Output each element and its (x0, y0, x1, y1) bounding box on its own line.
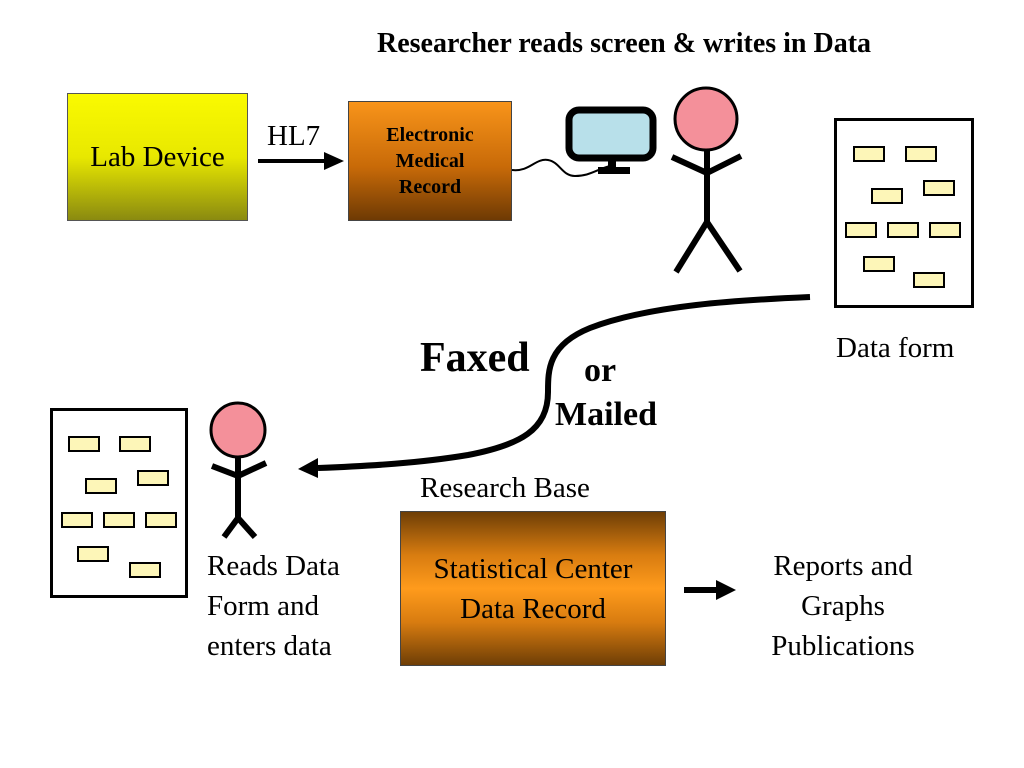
form-field (119, 436, 151, 452)
hl7-arrow (258, 152, 344, 170)
reads-data-line-2: Form and (207, 590, 319, 622)
faxed-or-mailed-arrow (298, 294, 811, 478)
reports-line-1: Reports and (773, 550, 913, 582)
emr-line-1: Electronic (386, 124, 474, 146)
computer-monitor-icon (565, 106, 657, 174)
research-base-label: Research Base (420, 472, 590, 504)
emr-line-2: Medical (395, 150, 465, 172)
form-field (887, 222, 919, 238)
data-entry-figure-icon (209, 401, 268, 540)
form-field (929, 222, 961, 238)
form-field (85, 478, 117, 494)
form-field (77, 546, 109, 562)
lab-device-box: Lab Device (67, 93, 248, 221)
form-field (905, 146, 937, 162)
stat-line-1: Statistical Center (433, 552, 633, 585)
emr-line-3: Record (398, 176, 462, 198)
data-form-card (834, 118, 974, 308)
form-field (68, 436, 100, 452)
form-field (863, 256, 895, 272)
form-field (137, 470, 169, 486)
statistical-center-box: Statistical Center Data Record (400, 511, 666, 666)
form-field (103, 512, 135, 528)
researcher-figure-icon (670, 86, 743, 274)
form-field (129, 562, 161, 578)
faxed-label: Faxed (420, 335, 530, 381)
reports-line-2: Graphs (801, 590, 885, 622)
reads-data-line-1: Reads Data (207, 550, 340, 582)
form-field (845, 222, 877, 238)
data-form-label: Data form (836, 332, 955, 364)
reads-data-line-3: enters data (207, 630, 332, 662)
or-label: or (584, 352, 617, 389)
stat-line-2: Data Record (460, 592, 606, 625)
form-field (853, 146, 885, 162)
monitor-cable (511, 158, 611, 178)
hl7-label: HL7 (267, 120, 321, 152)
mailed-label: Mailed (555, 396, 657, 433)
form-field (923, 180, 955, 196)
form-field (61, 512, 93, 528)
form-field (913, 272, 945, 288)
diagram-title: Researcher reads screen & writes in Data (377, 28, 872, 59)
reads-data-text: Reads Data Form and enters data (207, 546, 340, 666)
form-field (145, 512, 177, 528)
emr-box: Electronic Medical Record (348, 101, 512, 221)
reports-text: Reports and Graphs Publications (758, 546, 928, 666)
lab-device-label: Lab Device (90, 140, 225, 173)
reports-line-3: Publications (771, 630, 915, 662)
reports-arrow (684, 580, 736, 600)
form-field (871, 188, 903, 204)
data-form-card-received (50, 408, 188, 598)
